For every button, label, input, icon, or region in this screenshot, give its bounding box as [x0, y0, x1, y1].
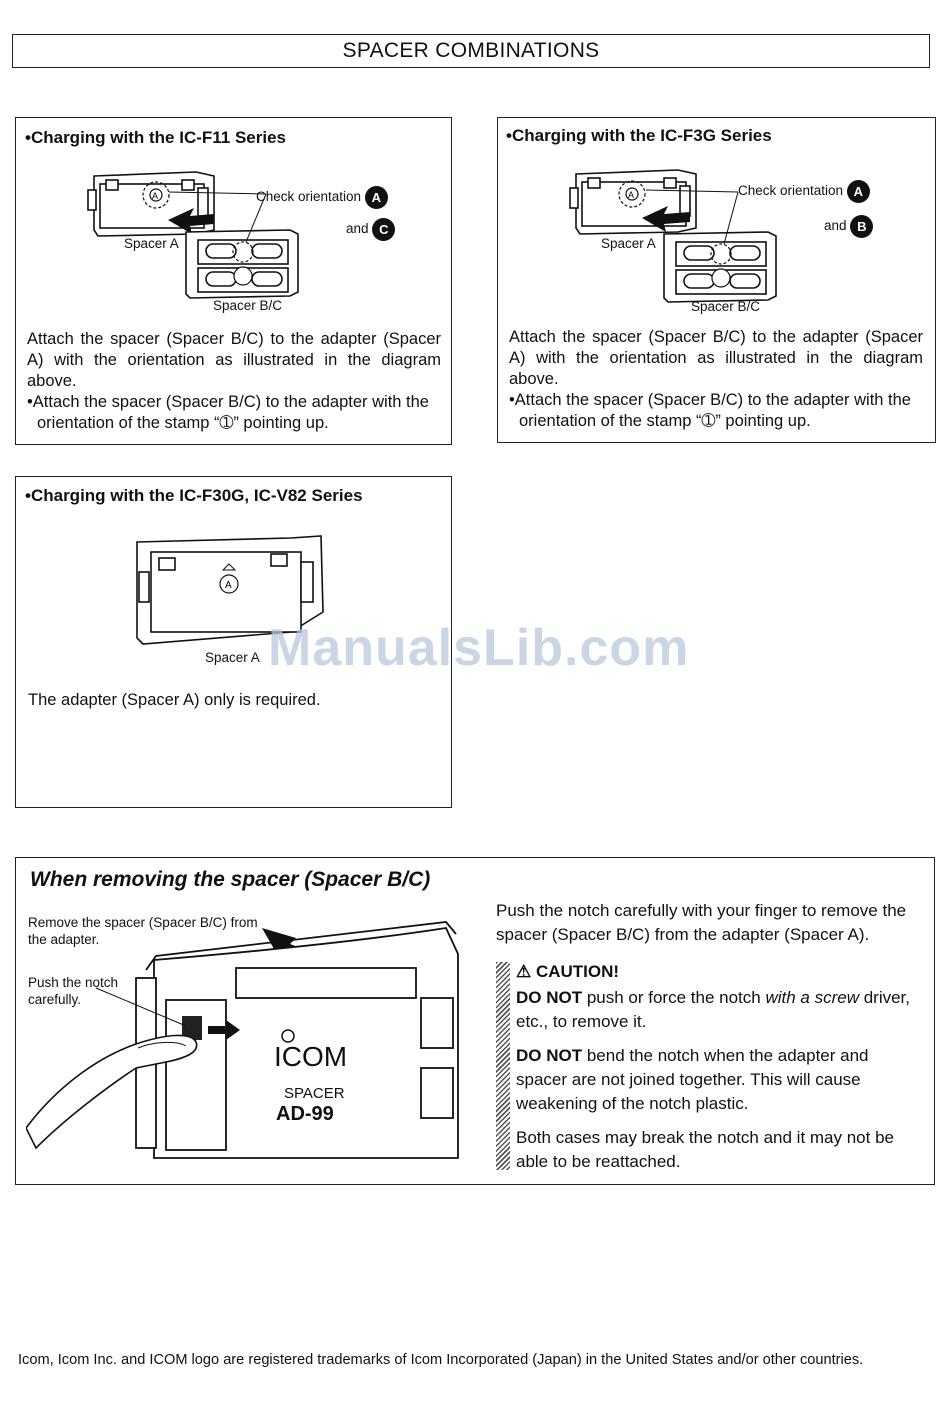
watermark: ManualsLib.com — [268, 619, 690, 677]
svg-text:A: A — [628, 190, 634, 200]
caution-item: DO NOT bend the notch when the adapter a… — [516, 1046, 869, 1113]
svg-text:A: A — [225, 580, 232, 591]
orientation-badge-b: B — [850, 215, 874, 238]
spacer-a-label: Spacer A — [205, 650, 260, 665]
caution-stripe — [496, 962, 510, 1170]
spacer-bc-label: Spacer B/C — [213, 298, 283, 313]
svg-text:A: A — [152, 191, 158, 201]
spacer-assembly-diagram: A — [87, 171, 299, 299]
panel-ic-f30g: •Charging with the IC-F30G, IC-V82 Serie… — [15, 476, 452, 808]
orientation-badge-c: C — [372, 218, 396, 241]
panel-heading: •Charging with the IC-F30G, IC-V82 Serie… — [25, 486, 363, 505]
panel-text: The adapter (Spacer A) only is required. — [28, 691, 321, 709]
panel-note: •Attach the spacer (Spacer B/C) to the a… — [509, 391, 911, 430]
panel-heading: •Charging with the IC-F3G Series — [506, 126, 772, 145]
check-orientation-label: Check orientation A — [256, 186, 388, 209]
caution-item: DO NOT push or force the notch with a sc… — [516, 988, 911, 1031]
device-spacer-text: SPACER — [284, 1085, 345, 1102]
panel-text: Attach the spacer (Spacer B/C) to the ad… — [27, 330, 441, 390]
spacer-bc-label: Spacer B/C — [691, 299, 761, 314]
push-notch-label: Push the notch carefully. — [28, 975, 119, 1007]
spacer-assembly-diagram: A — [569, 169, 777, 303]
removing-section: When removing the spacer (Spacer B/C) Re… — [15, 857, 935, 1185]
orientation-badge-a: A — [846, 180, 870, 203]
spacer-a-label: Spacer A — [601, 236, 656, 251]
caution-heading: ⚠ CAUTION! — [516, 962, 620, 981]
and-label: and B — [824, 215, 874, 238]
orientation-badge-a: A — [364, 186, 388, 209]
panel-heading: •Charging with the IC-F11 Series — [25, 128, 287, 147]
panel-text: Attach the spacer (Spacer B/C) to the ad… — [509, 328, 923, 388]
icom-logo: ICOM — [274, 1041, 347, 1072]
removal-illustration: ICOM SPACER AD-99 — [26, 921, 459, 1159]
page-title: SPACER COMBINATIONS — [342, 39, 600, 62]
spacer-a-diagram: A — [136, 535, 324, 645]
panel-ic-f11: •Charging with the IC-F11 Series A — [15, 117, 452, 445]
spacer-a-label: Spacer A — [124, 236, 179, 251]
removal-instruction: Push the notch carefully with your finge… — [496, 901, 907, 944]
caution-item: Both cases may break the notch and it ma… — [516, 1128, 894, 1171]
section-title: When removing the spacer (Spacer B/C) — [30, 868, 431, 891]
remove-instruction-label: Remove the spacer (Spacer B/C) from the … — [28, 915, 258, 947]
check-orientation-label: Check orientation A — [738, 180, 870, 203]
device-model-text: AD-99 — [276, 1103, 334, 1125]
page-title-bar: SPACER COMBINATIONS — [12, 34, 930, 68]
panel-note: •Attach the spacer (Spacer B/C) to the a… — [27, 393, 429, 432]
and-label: and C — [346, 218, 396, 241]
footer-trademark: Icom, Icom Inc. and ICOM logo are regist… — [18, 1352, 864, 1368]
panel-ic-f3g: •Charging with the IC-F3G Series A — [497, 117, 936, 443]
